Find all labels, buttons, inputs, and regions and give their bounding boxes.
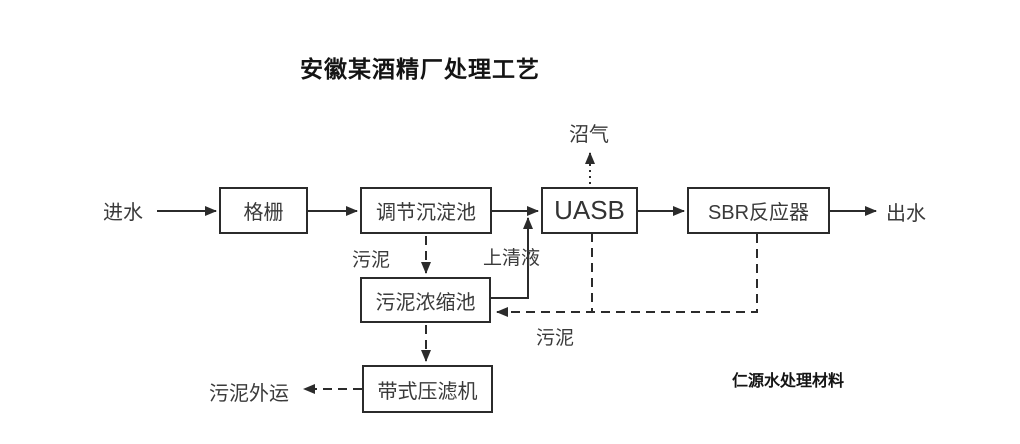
- node-regulating-sedimentation-tank: 调节沉淀池: [360, 187, 492, 234]
- flow-supernatant-return-arrow: [491, 217, 533, 299]
- node-uasb-reactor: UASB: [541, 187, 638, 234]
- terminal-influent-label: 进水: [103, 202, 143, 224]
- flow-label-sludge-return: 污泥: [536, 328, 575, 349]
- flow-label-sludge: 污泥: [352, 250, 391, 271]
- terminal-effluent-label: 出水: [886, 203, 926, 225]
- node-sludge-thickening-tank: 污泥浓缩池: [360, 277, 491, 323]
- watermark-text: 仁源水处理材料: [732, 373, 845, 390]
- node-belt-filter-press: 带式压滤机: [362, 365, 493, 413]
- flow-label-supernatant: 上清液: [483, 248, 541, 269]
- diagram-title: 安徽某酒精厂处理工艺: [300, 56, 540, 82]
- node-sbr-reactor: SBR反应器: [687, 187, 830, 234]
- flow-sbr-sludge-return-dashed-arrow: [496, 234, 758, 317]
- terminal-sludge-outbound-label: 污泥外运: [209, 383, 289, 405]
- node-grid: 格栅: [219, 187, 308, 234]
- terminal-biogas-label: 沼气: [569, 124, 609, 146]
